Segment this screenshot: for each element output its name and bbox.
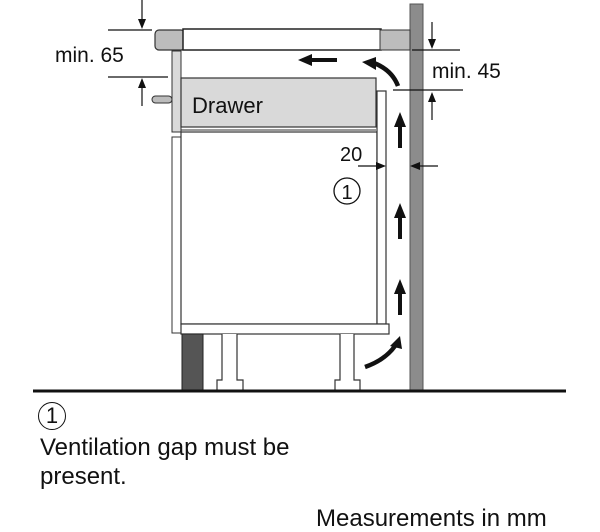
cabinet-foot-front bbox=[216, 334, 244, 392]
cabinet-body bbox=[180, 131, 378, 325]
hob-body bbox=[182, 28, 382, 51]
airflow-up-arrow bbox=[394, 279, 406, 315]
svg-text:1: 1 bbox=[341, 182, 352, 204]
airflow-curved-arrow-top bbox=[362, 57, 401, 87]
cabinet-bottom bbox=[180, 323, 390, 335]
airflow-curved-arrow-bottom bbox=[364, 336, 402, 370]
cabinet-side-upper bbox=[171, 50, 182, 133]
cabinet-foot-rear bbox=[334, 334, 361, 392]
airflow-left-arrow bbox=[298, 54, 337, 66]
ventilation-note: Ventilation gap must be present. bbox=[40, 434, 290, 490]
cabinet-side-lower bbox=[171, 136, 182, 334]
cabinet-back-panel bbox=[376, 90, 387, 325]
airflow-up-arrow bbox=[394, 112, 406, 148]
top-gap-dimension: min. 65 bbox=[55, 0, 168, 106]
drawer-label: Drawer bbox=[192, 93, 263, 118]
drawer-handle bbox=[151, 95, 173, 104]
side-gap-label: min. 45 bbox=[432, 60, 501, 83]
airflow-up-arrow bbox=[394, 203, 406, 239]
units-caption: Measurements in mm bbox=[316, 505, 547, 532]
top-gap-label: min. 65 bbox=[55, 44, 124, 67]
rear-gap-dimension: 20 bbox=[340, 144, 438, 170]
side-gap-dimension: min. 45 bbox=[393, 22, 501, 120]
drawer bbox=[180, 77, 377, 128]
plinth bbox=[181, 333, 204, 392]
worktop-rear-edge bbox=[379, 29, 411, 51]
note-marker: 1 bbox=[38, 402, 66, 430]
ventilation-gap-marker: 1 bbox=[333, 177, 361, 205]
worktop-front-edge bbox=[154, 29, 186, 51]
wall bbox=[409, 3, 424, 392]
rear-gap-label: 20 bbox=[340, 144, 362, 166]
